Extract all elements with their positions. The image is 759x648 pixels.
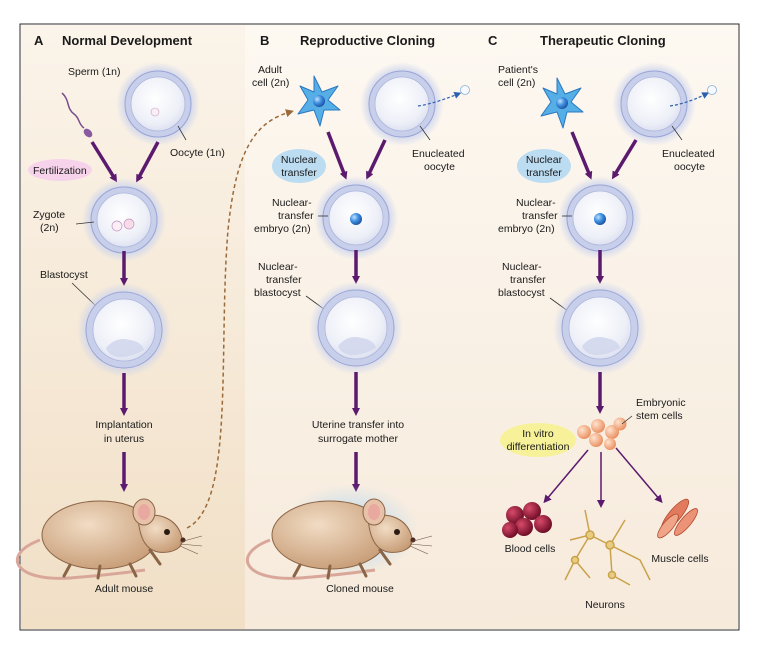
nuclear-transfer-label-line-1: Nuclear xyxy=(281,154,318,166)
enucleated-oocyte-label-line-1: Enucleated xyxy=(412,148,465,160)
uterine-transfer-label-line-2: surrogate mother xyxy=(318,433,398,445)
embryonic-stem-cells-label-line-2: stem cells xyxy=(636,410,683,422)
nt-blastocyst-label-line-1: Nuclear- xyxy=(258,261,298,273)
oocyte-egg-icon xyxy=(115,61,201,147)
arrow-oocyte-c-to-embryo xyxy=(611,139,638,180)
nt-embryo-c-label-line-2: transfer xyxy=(522,210,558,222)
arrow-to-muscle-cells xyxy=(615,447,663,504)
sperm-label: Sperm (1n) xyxy=(68,66,121,78)
nt-embryo-c-nucleus-icon xyxy=(594,213,606,225)
nt-blastocyst-icon xyxy=(308,280,404,376)
arrow-sperm-to-zygote xyxy=(90,141,118,183)
arrow-adult-cell-to-embryo xyxy=(326,131,348,180)
enucleated-oocyte-c-label-line-1: Enucleated xyxy=(662,148,715,160)
enucleated-oocyte-egg-icon xyxy=(359,61,445,147)
adult-mouse-label: Adult mouse xyxy=(95,583,154,595)
muscle-cells-icon xyxy=(657,498,698,539)
embryonic-stem-cells-icon xyxy=(577,417,627,450)
patient-cell-label-line-1: Patient's xyxy=(498,64,538,76)
nt-blastocyst-c-icon xyxy=(552,280,648,376)
sperm-icon xyxy=(61,92,93,138)
implantation-label-line-2: in uterus xyxy=(104,433,144,445)
muscle-cells-label: Muscle cells xyxy=(651,553,708,565)
nt-blastocyst-c-label-line-3: blastocyst xyxy=(498,287,545,299)
patient-cell-label-line-2: cell (2n) xyxy=(498,77,535,89)
neurons-label: Neurons xyxy=(585,599,625,611)
nt-blastocyst-label-line-3: blastocyst xyxy=(254,287,301,299)
panel-b-title: Reproductive Cloning xyxy=(300,33,435,48)
nt-blastocyst-c-label-line-1: Nuclear- xyxy=(502,261,542,273)
fertilization-highlight xyxy=(28,159,92,181)
nt-embryo-label-line-1: Nuclear- xyxy=(272,197,312,209)
embryonic-stem-cells-label-line-1: Embryonic xyxy=(636,397,686,409)
removed-nucleus-c-icon xyxy=(707,85,717,95)
in-vitro-label-line-1: In vitro xyxy=(522,428,554,440)
nt-embryo-c-label-line-3: embryo (2n) xyxy=(498,223,555,235)
nt-embryo-c-label-line-1: Nuclear- xyxy=(516,197,556,209)
oocyte-label: Oocyte (1n) xyxy=(170,147,225,159)
enucleated-oocyte-label-line-2: oocyte xyxy=(424,161,455,173)
in-vitro-label-line-2: differentiation xyxy=(507,441,570,453)
zygote-label-line-1: Zygote xyxy=(33,209,65,221)
nt-embryo-nucleus-icon xyxy=(350,213,362,225)
panel-a-title: Normal Development xyxy=(62,33,193,48)
panel-c-letter: C xyxy=(488,33,498,48)
nucleus-removal-arrow-c xyxy=(669,92,710,107)
nuclear-transfer-c-label-line-2: transfer xyxy=(526,167,562,179)
arrow-oocyte-to-embryo xyxy=(366,139,387,180)
nt-embryo-label-line-3: embryo (2n) xyxy=(254,223,311,235)
nt-blastocyst-c-label-line-2: transfer xyxy=(510,274,546,286)
dashed-link-mouse-to-adult-cell xyxy=(186,109,294,529)
uterine-transfer-label-line-1: Uterine transfer into xyxy=(312,419,404,431)
arrow-to-blood-cells xyxy=(543,449,589,504)
nuclear-transfer-highlight xyxy=(272,149,326,183)
oocyte-nucleus-icon xyxy=(150,107,160,117)
nuclear-transfer-label-line-2: transfer xyxy=(281,167,317,179)
panel-b-letter: B xyxy=(260,33,269,48)
in-vitro-highlight xyxy=(500,423,576,457)
panel-a-letter: A xyxy=(34,33,44,48)
nucleus-removal-arrow xyxy=(417,92,462,107)
zygote-pronucleus-icon xyxy=(111,220,123,232)
nuclear-transfer-c-label-line-1: Nuclear xyxy=(526,154,563,166)
fertilization-label: Fertilization xyxy=(33,165,87,177)
cloned-mouse-label: Cloned mouse xyxy=(326,583,394,595)
enucleated-oocyte-c-egg-icon xyxy=(611,61,697,147)
zygote-egg-icon xyxy=(81,177,167,263)
arrow-oocyte-to-zygote xyxy=(136,141,160,183)
adult-cell-label-line-1: Adult xyxy=(258,64,282,76)
zygote-label-line-2: (2n) xyxy=(40,222,59,234)
nuclear-transfer-c-highlight xyxy=(517,149,571,183)
enucleated-oocyte-c-label-line-2: oocyte xyxy=(674,161,705,173)
panel-c-title: Therapeutic Cloning xyxy=(540,33,666,48)
removed-nucleus-icon xyxy=(460,85,470,95)
adult-cell-label-line-2: cell (2n) xyxy=(252,77,289,89)
nt-blastocyst-label-line-2: transfer xyxy=(266,274,302,286)
implantation-label-line-1: Implantation xyxy=(95,419,152,431)
arrow-patient-cell-to-embryo xyxy=(570,131,593,180)
blastocyst-icon xyxy=(76,282,172,378)
blood-cells-label: Blood cells xyxy=(505,543,556,555)
nt-embryo-label-line-2: transfer xyxy=(278,210,314,222)
blood-cells-icon xyxy=(502,502,552,538)
neurons-icon xyxy=(564,509,651,586)
blastocyst-label: Blastocyst xyxy=(40,269,88,281)
zygote-pronucleus-icon xyxy=(123,218,135,230)
